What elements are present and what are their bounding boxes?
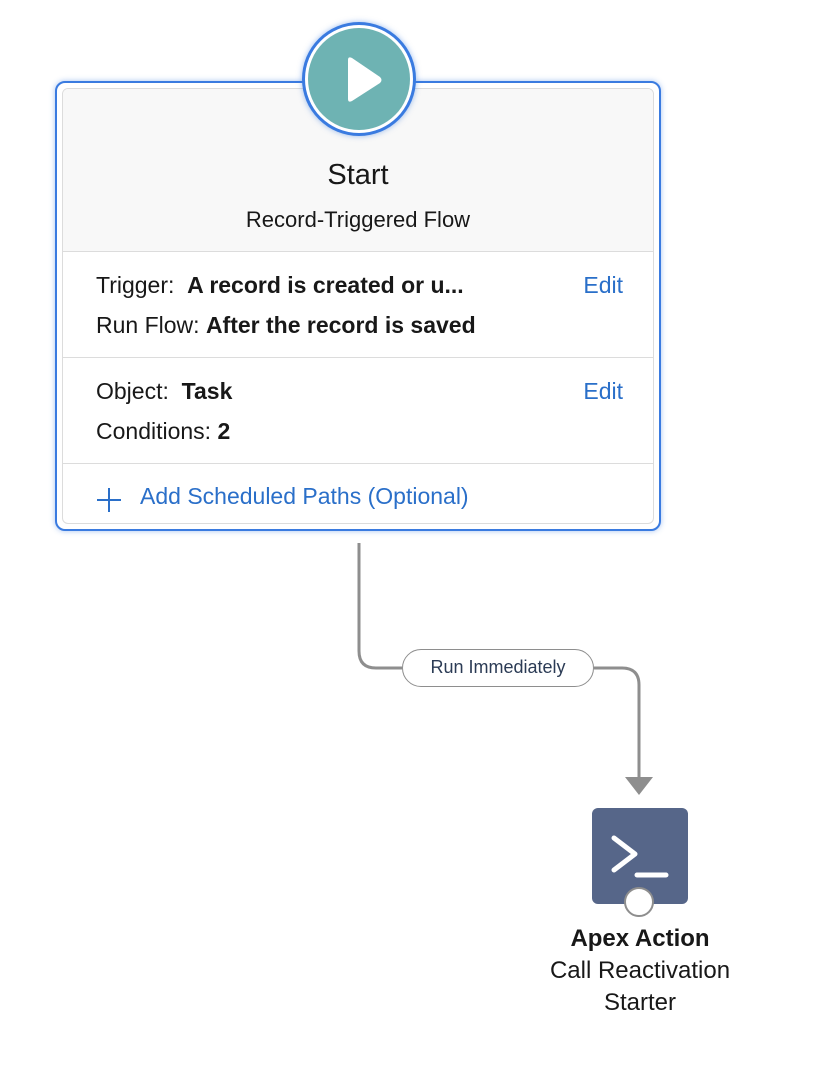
trigger-section: Trigger: A record is created or u... Run…: [63, 252, 653, 358]
edit-trigger-link[interactable]: Edit: [583, 272, 623, 298]
connector-line[interactable]: [357, 543, 641, 778]
apex-action-subtitle-line2: Starter: [603, 989, 677, 1016]
object-section: Object: Task Conditions: 2 Edit: [63, 358, 653, 464]
apex-action-subtitle-line1: Call Reactivation: [549, 957, 731, 984]
start-badge[interactable]: [302, 22, 416, 136]
trigger-value: A record is created or u...: [187, 272, 464, 298]
object-row: Object: Task: [96, 378, 232, 405]
terminal-prompt-icon: [611, 835, 669, 878]
run-flow-label: Run Flow:: [96, 312, 200, 338]
scheduled-paths-section: Add Scheduled Paths (Optional): [63, 464, 653, 523]
plus-icon: [96, 487, 122, 513]
start-title: Start: [327, 159, 389, 191]
run-flow-row: Run Flow: After the record is saved: [96, 312, 476, 339]
run-immediately-label[interactable]: Run Immediately: [402, 649, 594, 687]
start-element-card[interactable]: Start Record-Triggered Flow Trigger: A r…: [55, 81, 661, 531]
conditions-label: Conditions:: [96, 418, 212, 444]
start-card-inner: Start Record-Triggered Flow Trigger: A r…: [62, 88, 654, 524]
apex-action-title: Apex Action: [570, 925, 710, 952]
conditions-row: Conditions: 2: [96, 418, 230, 445]
trigger-label: Trigger:: [96, 272, 175, 298]
object-label: Object:: [96, 378, 169, 404]
play-icon: [348, 57, 382, 102]
edit-object-link[interactable]: Edit: [583, 378, 623, 404]
apex-connector-handle[interactable]: [624, 887, 654, 917]
add-scheduled-paths-button[interactable]: Add Scheduled Paths (Optional): [96, 483, 469, 513]
start-subtitle: Record-Triggered Flow: [245, 207, 471, 232]
add-scheduled-paths-label: Add Scheduled Paths (Optional): [140, 483, 469, 509]
trigger-row: Trigger: A record is created or u...: [96, 272, 464, 299]
run-flow-value: After the record is saved: [205, 312, 476, 338]
connector-arrowhead: [625, 777, 653, 795]
conditions-value: 2: [217, 418, 231, 444]
object-value: Task: [181, 378, 233, 404]
